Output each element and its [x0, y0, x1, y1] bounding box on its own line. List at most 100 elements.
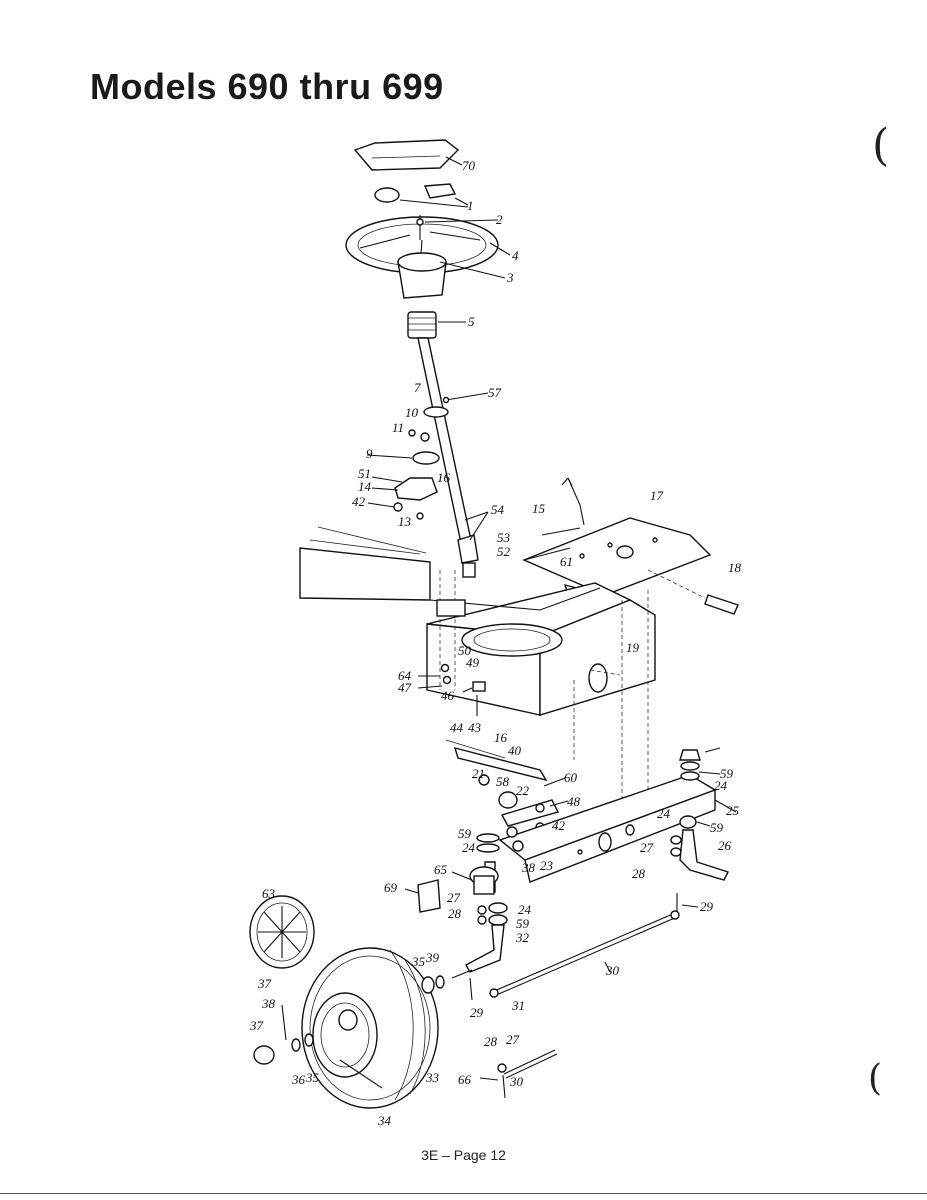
bottom-rule: [0, 1193, 927, 1194]
callout-label: 35: [305, 1070, 320, 1085]
callout-label: 66: [458, 1072, 472, 1087]
emblem-inserts: [374, 183, 469, 208]
callout-label: 47: [398, 680, 412, 695]
callout-label: 29: [470, 1005, 484, 1020]
callout-label: 34: [377, 1113, 392, 1128]
callout-label: 19: [626, 640, 640, 655]
callout-label: 30: [605, 963, 620, 978]
hub-cap: [249, 895, 315, 969]
callout-label: 69: [384, 880, 398, 895]
callout-label: 52: [497, 544, 511, 559]
callout-label: 59: [720, 766, 734, 781]
callout-label: 24: [462, 840, 476, 855]
callout-label: 3: [506, 270, 514, 285]
callout-label: 59: [516, 916, 530, 931]
callout-label: 7: [414, 380, 421, 395]
callout-label: 70: [462, 158, 476, 173]
steering-wheel-cap: [353, 139, 463, 171]
callout-label: 35: [411, 954, 426, 969]
callout-label: 22: [516, 783, 530, 798]
callout-label: 37: [249, 1018, 264, 1033]
callout-label: 16: [494, 730, 508, 745]
callout-label: 46: [441, 688, 455, 703]
callout-label: 63: [262, 886, 276, 901]
frame-fasteners: [417, 663, 486, 716]
callout-label: 59: [458, 826, 472, 841]
callout-label: 13: [398, 514, 412, 529]
callout-label: 25: [726, 803, 740, 818]
callout-label: 57: [488, 385, 502, 400]
callout-label: 10: [405, 405, 419, 420]
callout-label: 58: [496, 774, 510, 789]
callout-label: 26: [718, 838, 732, 853]
callout-label: 53: [497, 530, 511, 545]
callout-label: 30: [509, 1074, 524, 1089]
callout-label: 1: [467, 198, 474, 213]
callout-label: 14: [358, 479, 372, 494]
callout-label: 5: [468, 314, 475, 329]
callout-label: 15: [532, 501, 546, 516]
callout-label: 31: [511, 998, 525, 1013]
callout-label: 42: [552, 818, 566, 833]
callout-label: 4: [512, 248, 519, 263]
binder-mark-bottom: (: [868, 1058, 883, 1099]
callout-label: 16: [437, 470, 451, 485]
callout-label: 38: [261, 996, 276, 1011]
callout-label: 23: [540, 858, 554, 873]
callout-label: 40: [508, 743, 522, 758]
callout-label: 24: [714, 778, 728, 793]
guide-lines: [317, 526, 621, 760]
callout-label: 39: [425, 950, 440, 965]
callout-label: 38: [521, 860, 536, 875]
callout-label: 18: [728, 560, 742, 575]
callout-label: 36: [291, 1072, 306, 1087]
part-callouts: 70 1 2 4 3 5 57 7 10 11 9 16 51 14 42 54…: [249, 158, 742, 1128]
page-title: Models 690 thru 699: [90, 66, 444, 107]
callout-label: 59: [710, 820, 724, 835]
callout-label: 43: [468, 720, 482, 735]
steering-wheel: [345, 215, 511, 299]
callout-label: 37: [257, 976, 272, 991]
callout-label: 49: [466, 655, 480, 670]
callout-label: 27: [640, 840, 654, 855]
tractor-frame: [299, 539, 656, 840]
callout-label: 9: [366, 446, 373, 461]
steering-bracket-parts: [366, 429, 440, 520]
callout-label: 28: [484, 1034, 498, 1049]
tie-rod-end: [479, 1049, 558, 1099]
left-spindle-parts: [404, 826, 524, 973]
page-footer: 3E – Page 12: [421, 1147, 506, 1163]
callout-label: 28: [632, 866, 646, 881]
callout-label: 61: [560, 554, 573, 569]
callout-label: 2: [496, 212, 503, 227]
callout-label: 33: [425, 1070, 440, 1085]
callout-label: 17: [650, 488, 664, 503]
callout-label: 48: [567, 794, 581, 809]
callout-label: 27: [506, 1032, 520, 1047]
callout-label: 29: [700, 899, 714, 914]
binder-mark-top: (: [872, 120, 890, 171]
callout-label: 21: [472, 766, 485, 781]
callout-label: 50: [458, 643, 472, 658]
callout-label: 42: [352, 494, 366, 509]
steering-shaft: [417, 337, 489, 578]
front-wheel: [301, 947, 439, 1109]
callout-label: 65: [434, 862, 448, 877]
callout-label: 11: [392, 420, 404, 435]
steering-bellows: [407, 311, 466, 339]
callout-label: 27: [447, 890, 461, 905]
callout-label: 44: [450, 720, 464, 735]
callout-label: 54: [491, 502, 505, 517]
callout-label: 60: [564, 770, 578, 785]
front-axle: [498, 774, 737, 883]
callout-label: 51: [358, 466, 371, 481]
callout-label: 32: [515, 930, 530, 945]
callout-label: 28: [448, 906, 462, 921]
callout-label: 24: [657, 806, 671, 821]
callout-label: 64: [398, 668, 412, 683]
right-spindle-parts: [670, 747, 729, 912]
tie-rod: [469, 910, 680, 1001]
callout-label: 24: [518, 902, 532, 917]
wheel-hardware: [253, 969, 473, 1065]
